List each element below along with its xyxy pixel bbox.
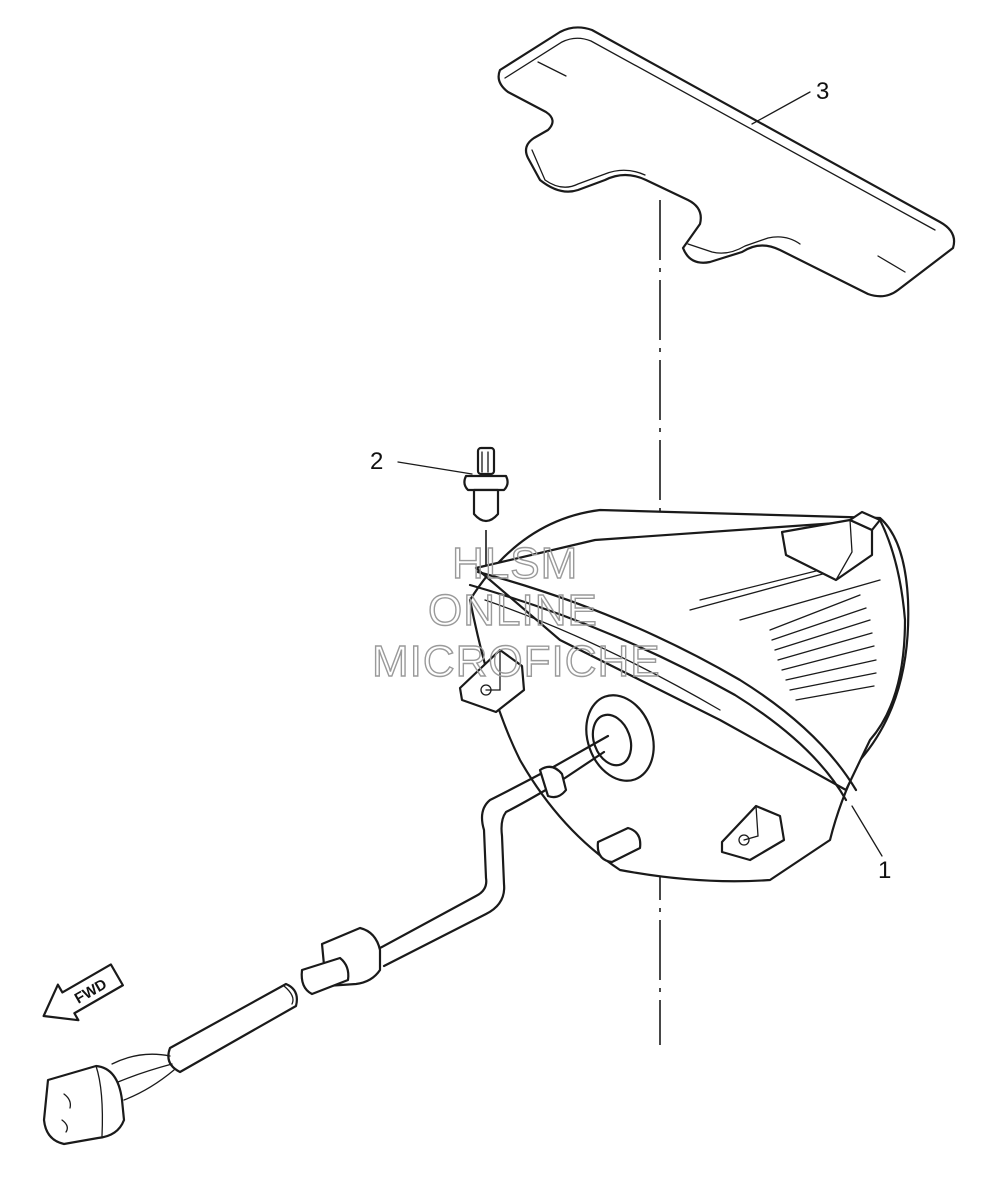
callout-1: 1 xyxy=(851,805,891,884)
watermark-line1: HLSM xyxy=(452,539,578,588)
callout-2-label: 2 xyxy=(370,448,383,475)
fwd-arrow: FWD xyxy=(42,963,124,1022)
part-2-rivet xyxy=(463,446,509,523)
watermark-line3: MICROFICHE xyxy=(372,637,661,686)
callout-2: 2 xyxy=(370,448,473,475)
callout-3: 3 xyxy=(751,78,829,125)
watermark-line2: ONLINE xyxy=(428,586,598,635)
callout-1-label: 1 xyxy=(878,857,891,884)
part-3-plate xyxy=(497,26,956,298)
part-1-tail-light xyxy=(458,508,910,883)
wire-harness xyxy=(42,734,610,1146)
watermark: HLSM ONLINE MICROFICHE xyxy=(371,538,661,686)
callout-3-label: 3 xyxy=(816,78,829,105)
